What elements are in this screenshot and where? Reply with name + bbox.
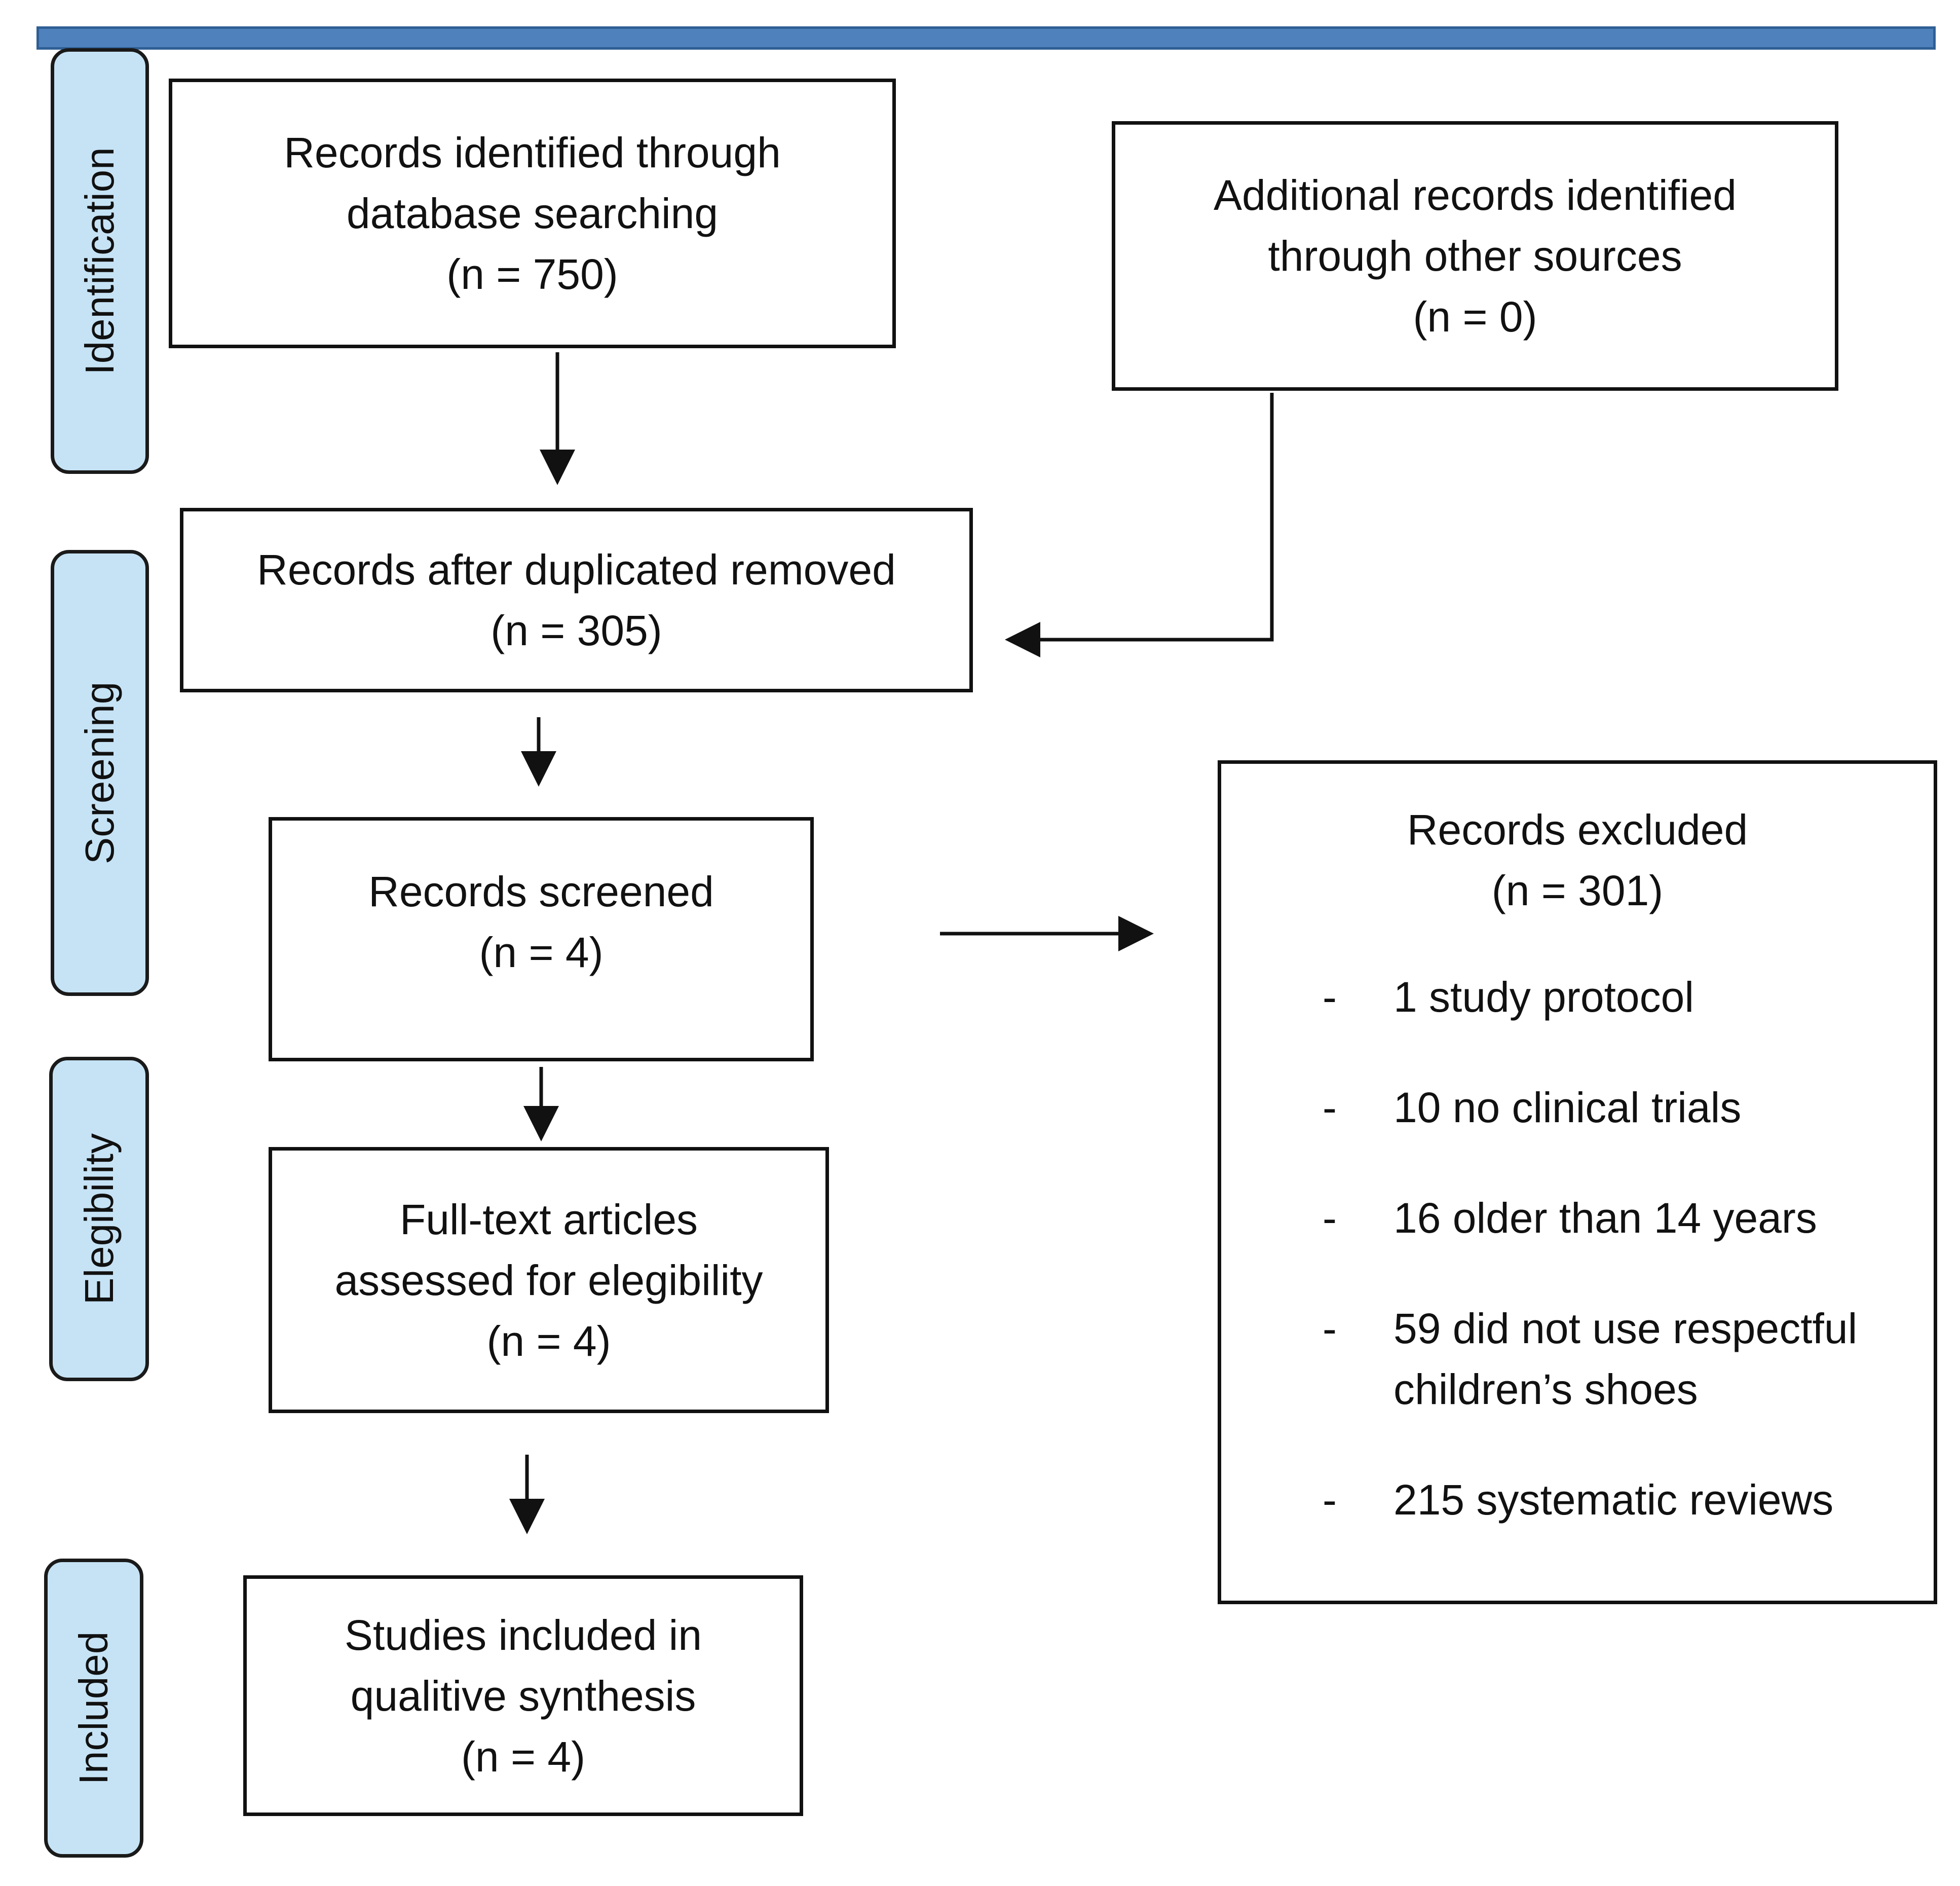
phase-identification: Identification	[51, 48, 149, 474]
box-included-line2: qualitive synthesis	[350, 1672, 696, 1720]
box-included-count: (n = 4)	[461, 1732, 586, 1781]
box-database-line2: database searching	[346, 190, 719, 237]
excluded-reasons-list: - 1 study protocol - 10 no clinical tria…	[1221, 967, 1934, 1580]
box-duplicates-count: (n = 305)	[491, 607, 662, 654]
excluded-reason-text: 1 study protocol	[1393, 973, 1694, 1021]
box-database-records: Records identified through database sear…	[169, 79, 896, 348]
box-excluded-count: (n = 301)	[1491, 867, 1664, 914]
excluded-reason-item: - 16 older than 14 years	[1221, 1188, 1934, 1248]
list-dash: -	[1323, 1194, 1337, 1242]
box-full-text-line1: Full-text articles	[399, 1195, 698, 1243]
excluded-reason-item: - 215 systematic reviews	[1221, 1469, 1934, 1530]
list-dash: -	[1323, 1476, 1337, 1524]
excluded-reason-text: 215 systematic reviews	[1393, 1476, 1834, 1524]
box-duplicates-line1: Records after duplicated removed	[257, 546, 896, 594]
box-excluded-title: Records excluded	[1407, 806, 1748, 854]
box-other-sources-line1: Additional records identified	[1214, 171, 1737, 219]
top-accent-bar	[36, 26, 1936, 50]
box-database-line1: Records identified through	[284, 129, 781, 176]
phase-included: Included	[44, 1559, 143, 1858]
box-full-text-count: (n = 4)	[486, 1317, 611, 1365]
box-records-excluded: Records excluded (n = 301) - 1 study pro…	[1218, 760, 1937, 1604]
box-full-text-line2: assessed for elegibility	[334, 1256, 763, 1304]
arrow-other-to-duplicates	[1005, 393, 1274, 657]
box-included-line1: Studies included in	[344, 1611, 702, 1659]
box-records-screened: Records screened (n = 4)	[269, 817, 814, 1061]
box-database-count: (n = 750)	[446, 250, 618, 298]
excluded-reason-item: - 10 no clinical trials	[1221, 1077, 1934, 1138]
excluded-reason-text: 10 no clinical trials	[1393, 1084, 1742, 1131]
box-studies-included: Studies included in qualitive synthesis …	[243, 1575, 803, 1816]
list-dash: -	[1323, 1084, 1337, 1131]
excluded-reason-item: - 59 did not use respectful children’s s…	[1221, 1298, 1934, 1420]
excluded-reason-item: - 1 study protocol	[1221, 967, 1934, 1027]
phase-elegibility: Elegibility	[49, 1057, 149, 1381]
box-other-sources: Additional records identified through ot…	[1112, 121, 1838, 391]
box-screened-count: (n = 4)	[479, 929, 604, 976]
excluded-reason-text: 16 older than 14 years	[1393, 1194, 1817, 1242]
list-dash: -	[1323, 973, 1337, 1021]
box-screened-line1: Records screened	[368, 868, 714, 915]
box-other-sources-count: (n = 0)	[1413, 293, 1537, 341]
box-duplicates-removed: Records after duplicated removed (n = 30…	[180, 508, 973, 692]
excluded-reason-text: 59 did not use respectful children’s sho…	[1393, 1305, 1858, 1413]
list-dash: -	[1323, 1305, 1337, 1352]
phase-screening: Screening	[51, 550, 149, 996]
box-full-text-articles: Full-text articles assessed for elegibil…	[269, 1147, 829, 1413]
box-other-sources-line2: through other sources	[1268, 232, 1682, 280]
